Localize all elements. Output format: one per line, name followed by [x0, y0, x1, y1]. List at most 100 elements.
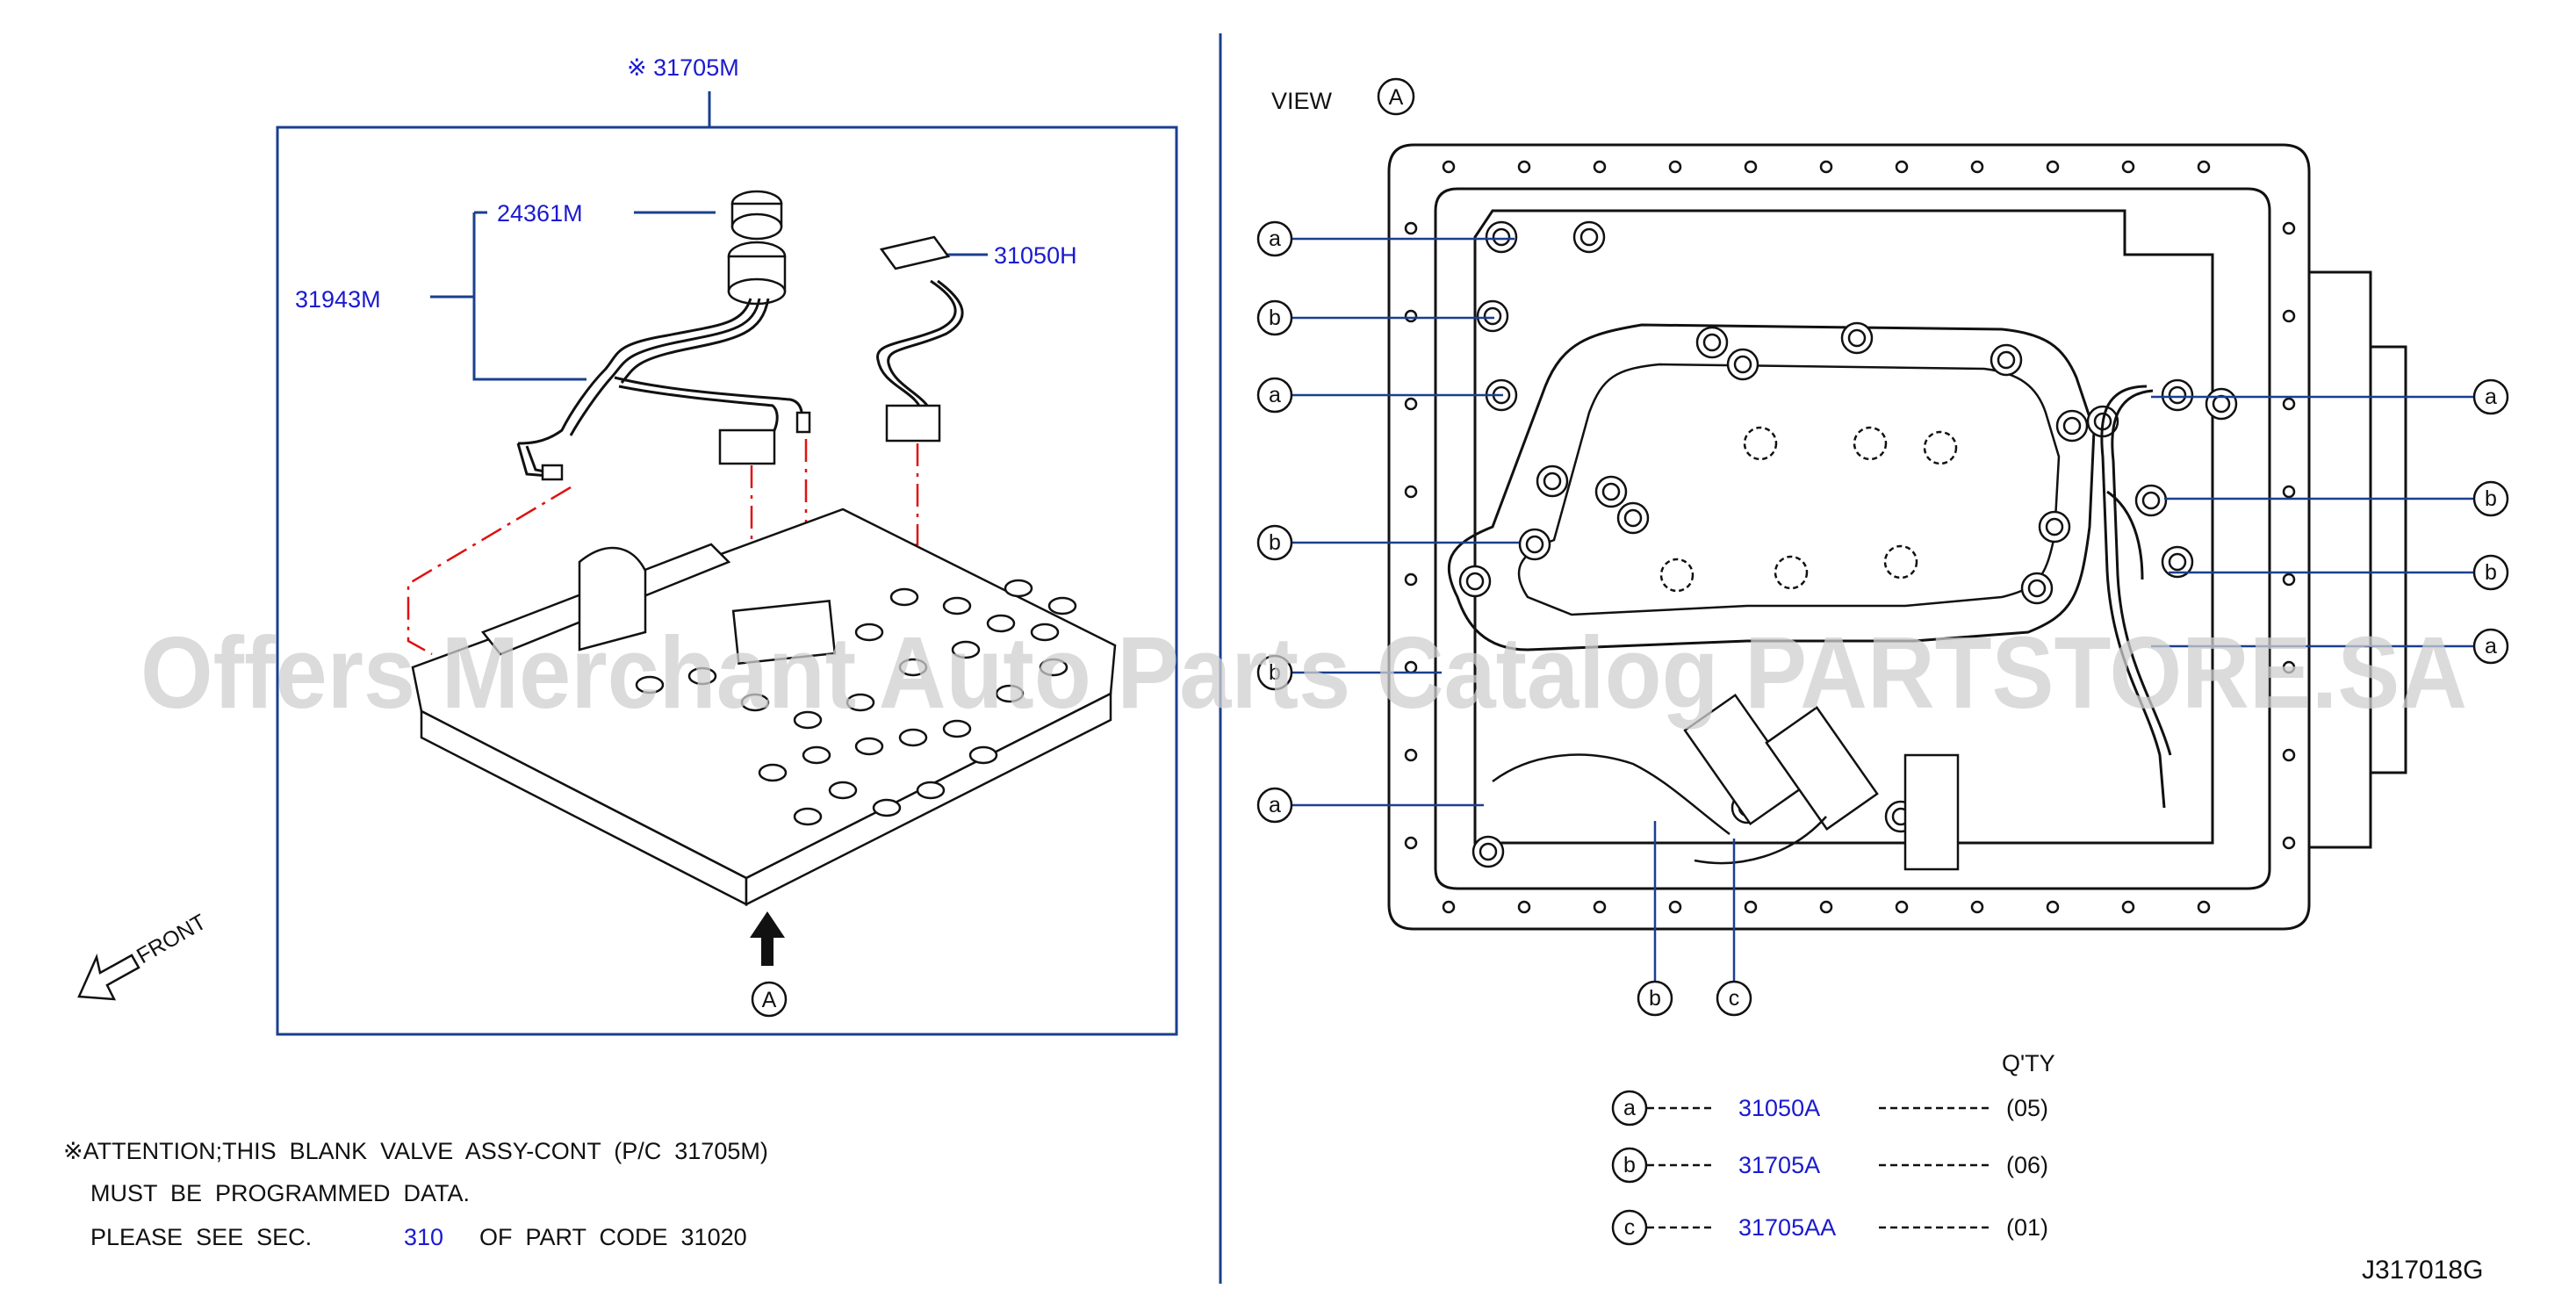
pan-bolt — [1970, 160, 1984, 174]
valve-bore — [1047, 596, 1077, 616]
qty-header: Q'TY — [2002, 1050, 2055, 1076]
valve-bore — [872, 798, 902, 817]
pan-bolt — [2282, 309, 2296, 323]
pan-bolt — [1404, 221, 1418, 235]
hidden-plug — [1743, 426, 1778, 461]
qty-key-circle — [1611, 1147, 1648, 1184]
valve-bore — [758, 763, 788, 782]
pan-bolt — [1668, 900, 1682, 914]
pan-bolt — [1404, 309, 1418, 323]
qty-key: b — [1623, 1153, 1636, 1177]
valve-bore — [916, 781, 946, 800]
bolt-head — [1479, 842, 1498, 861]
valve-bore — [995, 684, 1025, 703]
connector-24361M — [727, 190, 787, 306]
valve-bore — [740, 693, 770, 712]
transmission-housing — [1387, 143, 2407, 931]
callout-circle — [2472, 378, 2509, 415]
pan-bolt — [1744, 900, 1758, 914]
callout-b: b — [1269, 530, 1281, 555]
pan-bolt — [2197, 160, 2211, 174]
pan-bolt — [1819, 160, 1833, 174]
assembly-frame — [276, 126, 1178, 1036]
callout-circle — [1256, 220, 1293, 257]
bolt-head — [1702, 333, 1722, 352]
callout-a: a — [2485, 385, 2497, 409]
pan-bolt — [2282, 572, 2296, 587]
hidden-plug — [1853, 426, 1888, 461]
assembly-part-label[interactable]: ※ 31705M — [627, 54, 739, 81]
view-marker-left: A — [762, 988, 777, 1012]
part-31943M-label[interactable]: 31943M — [295, 286, 381, 313]
valve-bore — [889, 587, 919, 607]
callout-circle — [2472, 480, 2509, 517]
qty-part-number[interactable]: 31705AA — [1738, 1214, 1836, 1241]
pan-bolt — [2282, 221, 2296, 235]
pan-bolt — [1819, 900, 1833, 914]
pan-bolt — [2046, 160, 2060, 174]
harness-31050H — [876, 235, 964, 443]
pan-bolt — [2121, 900, 2135, 914]
gasket-outline — [1448, 323, 2096, 652]
harness-connectors — [541, 411, 811, 481]
callout-c: c — [1729, 986, 1740, 1011]
pan-bolt — [1593, 900, 1607, 914]
bolt-head — [1525, 535, 1544, 554]
valve-bore — [793, 807, 823, 826]
bolt-head — [1733, 355, 1752, 374]
pan-bolt — [2282, 485, 2296, 499]
pan-bolt — [1895, 900, 1909, 914]
valve-bore — [898, 728, 928, 747]
valve-body-illustration — [411, 508, 1117, 907]
bolt-head — [2045, 517, 2064, 536]
qty-part-number[interactable]: 31705A — [1738, 1152, 1820, 1178]
valve-bore — [687, 666, 717, 686]
callout-b: b — [2485, 560, 2497, 585]
pan-bolt — [1895, 160, 1909, 174]
callout-b: b — [1269, 306, 1281, 330]
bolt-head — [1492, 227, 1511, 247]
pan-bolt — [1517, 160, 1531, 174]
callout-a: a — [1269, 383, 1281, 407]
callout-circle — [1256, 299, 1293, 336]
hidden-plug — [1774, 555, 1809, 590]
callout-a: a — [1269, 793, 1281, 817]
pan-bolts — [1404, 160, 2296, 914]
callout-circle — [1256, 787, 1293, 824]
attention-section-link[interactable]: 310 — [404, 1224, 443, 1250]
valve-bore — [942, 596, 972, 616]
valve-bore — [845, 693, 875, 712]
callout-circle — [2472, 628, 2509, 665]
callout-b: b — [2485, 486, 2497, 511]
bolt-head — [1601, 482, 1621, 501]
left-panel: ※ 31705M 24361M 31943M 31050H — [77, 54, 1178, 1036]
callout-circle — [1637, 980, 1673, 1017]
bolt-head — [1483, 306, 1502, 326]
valve-bore — [942, 719, 972, 738]
bolt-head — [1997, 350, 2016, 370]
pan-bolt — [2282, 748, 2296, 762]
qty-value: (05) — [2006, 1095, 2048, 1121]
pan-bolt — [1442, 160, 1456, 174]
callout-circle — [1256, 524, 1293, 561]
part-31050H-label[interactable]: 31050H — [994, 242, 1077, 269]
view-label: VIEW — [1271, 88, 1333, 114]
qty-part-number[interactable]: 31050A — [1738, 1095, 1820, 1121]
pan-bolt — [1404, 397, 1418, 411]
pan-bolt — [1442, 900, 1456, 914]
part-24361M-label[interactable]: 24361M — [497, 200, 583, 227]
hidden-plug — [1923, 430, 1958, 465]
valve-bore — [1039, 658, 1069, 677]
pan-bolt — [1404, 836, 1418, 850]
attention-line-1: ※ATTENTION;THIS BLANK VALVE ASSY-CONT (P… — [63, 1138, 768, 1164]
qty-row: a 31050A (05) — [1611, 1090, 2048, 1127]
bolt-head — [2062, 416, 2082, 436]
hidden-plug — [1883, 544, 1918, 580]
pan-bolt — [1404, 572, 1418, 587]
qty-key: a — [1623, 1096, 1636, 1120]
bolt-head — [2168, 385, 2187, 405]
attention-note: ※ATTENTION;THIS BLANK VALVE ASSY-CONT (P… — [63, 1138, 768, 1250]
